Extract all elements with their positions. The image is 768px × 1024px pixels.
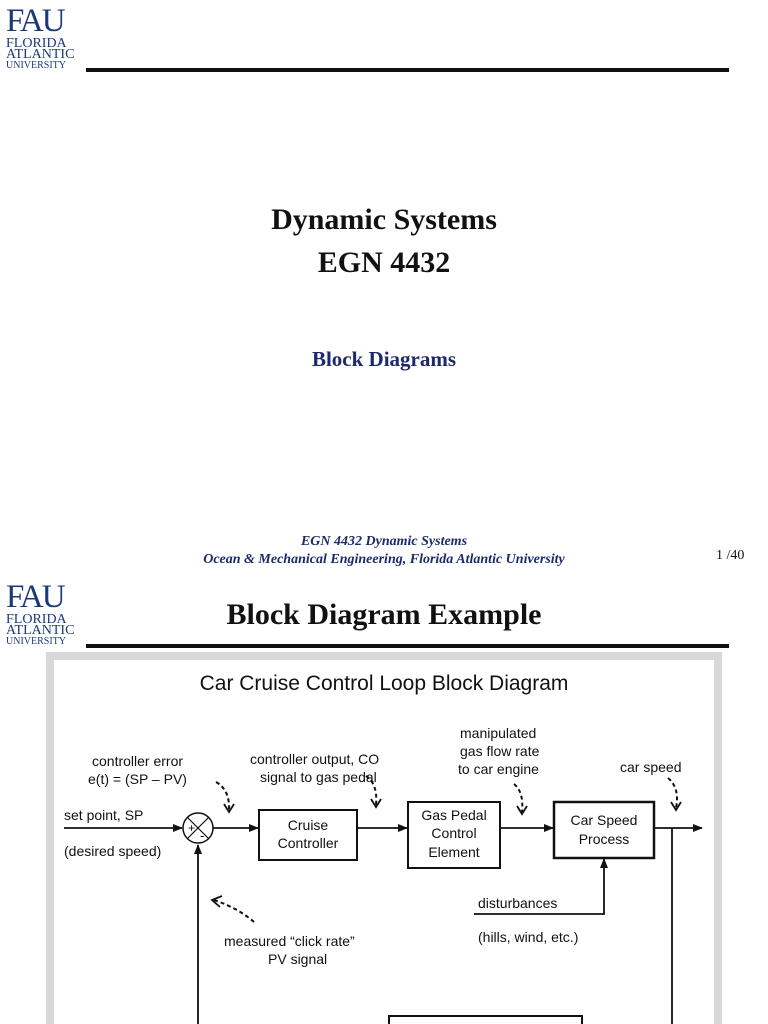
measured-label-2: PV signal	[268, 951, 327, 967]
fau-logo-line-3: UNIVERSITY	[6, 60, 66, 71]
slide-title-line-1: Dynamic Systems	[271, 203, 497, 236]
disturbance-examples-label: (hills, wind, etc.)	[478, 929, 578, 945]
page-number: 1 /40	[716, 548, 744, 564]
controller-output-label-2: signal to gas pedal	[260, 769, 377, 785]
fau-logo-line-1: FLORIDA	[6, 36, 67, 51]
page-number-current: 1	[716, 548, 723, 563]
fau-logo-mark: FAU	[6, 3, 66, 39]
controller-error-label-2: e(t) = (SP – PV)	[88, 771, 187, 787]
speed-callout-arrow	[667, 777, 678, 809]
slide-1: FAU FLORIDA ATLANTIC UNIVERSITY Dynamic …	[6, 4, 744, 567]
manipulated-label-3: to car engine	[458, 761, 539, 777]
gas-pedal-block: Gas Pedal Control Element	[407, 801, 501, 869]
fau-logo-mark: FAU	[6, 580, 66, 615]
diagram-canvas: Car Cruise Control Loop Block Diagram + …	[54, 660, 714, 1024]
footer-line-2: Ocean & Mechanical Engineering, Florida …	[203, 552, 565, 567]
gas-pedal-line-3: Element	[428, 844, 479, 860]
fau-logo-2: FAU FLORIDA ATLANTIC UNIVERSITY	[6, 580, 86, 647]
sensor-block-partial	[388, 1015, 583, 1024]
speed-callout-head	[670, 801, 682, 812]
co-callout-arrow	[365, 775, 378, 806]
manipulated-label-2: gas flow rate	[460, 743, 540, 759]
fau-logo-line-2: ATLANTIC	[6, 47, 75, 62]
page-number-total: /40	[726, 548, 745, 563]
slide-2: FAU FLORIDA ATLANTIC UNIVERSITY Block Di…	[0, 580, 768, 1024]
measured-callout-head	[210, 895, 223, 908]
fau-logo-line-3: UNIVERSITY	[6, 636, 66, 647]
error-callout-arrow	[215, 781, 231, 811]
controller-output-label-1: controller output, CO	[250, 751, 379, 767]
footer-line-1: EGN 4432 Dynamic Systems	[300, 534, 468, 549]
car-speed-block: Car Speed Process	[552, 800, 656, 860]
measured-callout-arrow	[213, 899, 255, 923]
car-speed-block-line-2: Process	[579, 831, 630, 847]
cruise-controller-line-1: Cruise	[288, 817, 329, 833]
cruise-controller-block: Cruise Controller	[258, 809, 358, 861]
slide-subtitle: Block Diagrams	[311, 347, 457, 371]
co-callout-head	[370, 798, 382, 809]
car-speed-block-line-1: Car Speed	[571, 812, 638, 828]
gas-callout-arrow	[513, 783, 524, 813]
measured-label-1: measured “click rate”	[224, 933, 355, 949]
header-rule	[86, 68, 729, 72]
fau-logo: FAU FLORIDA ATLANTIC UNIVERSITY	[6, 4, 86, 71]
fau-logo-line-2: ATLANTIC	[6, 623, 75, 638]
plus-sign: +	[188, 821, 195, 835]
cruise-controller-line-2: Controller	[278, 835, 339, 851]
manipulated-label-1: manipulated	[460, 725, 536, 741]
summing-junction: + -	[182, 812, 214, 844]
gas-callout-head	[516, 805, 528, 816]
controller-error-label-1: controller error	[92, 753, 183, 769]
block-diagram: Car Cruise Control Loop Block Diagram + …	[64, 672, 703, 1024]
disturbance-arrow	[474, 858, 608, 915]
car-speed-label: car speed	[620, 759, 681, 775]
diagram-title: Car Cruise Control Loop Block Diagram	[200, 672, 569, 695]
desired-speed-label: (desired speed)	[64, 843, 161, 859]
slide-2-title: Block Diagram Example	[226, 598, 542, 631]
slide-title-line-2: EGN 4432	[317, 246, 451, 279]
minus-sign: -	[200, 828, 204, 843]
gas-pedal-line-1: Gas Pedal	[421, 807, 486, 823]
diagram-frame: Car Cruise Control Loop Block Diagram + …	[46, 652, 722, 1024]
gas-pedal-line-2: Control	[431, 825, 476, 841]
disturbances-label: disturbances	[478, 895, 557, 911]
header-rule-2	[86, 644, 729, 648]
fau-logo-line-1: FLORIDA	[6, 612, 67, 627]
error-callout-head	[223, 803, 235, 814]
set-point-label: set point, SP	[64, 807, 143, 823]
